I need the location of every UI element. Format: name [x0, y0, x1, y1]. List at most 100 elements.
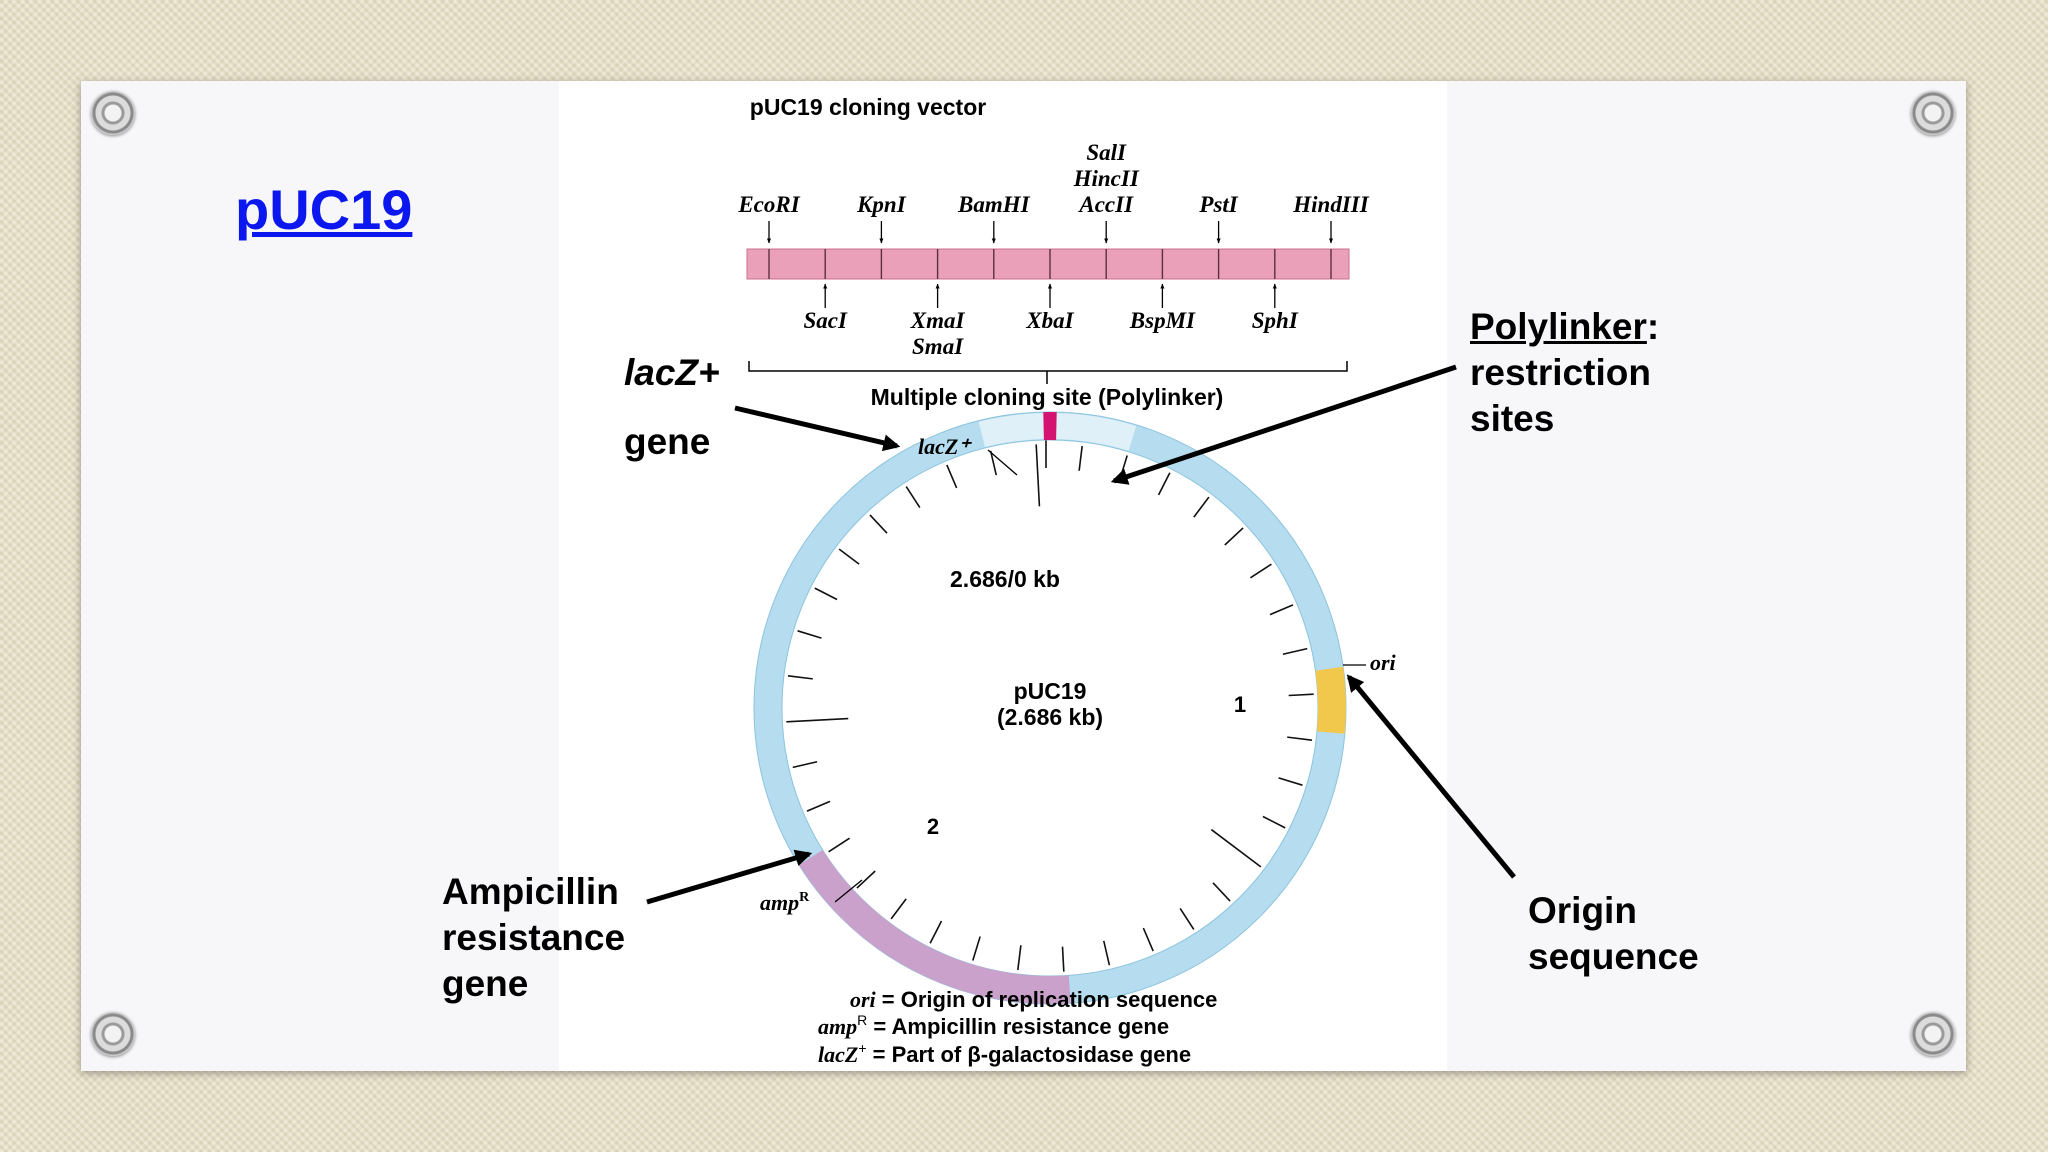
polylinker-dividers	[768, 249, 1332, 279]
mcs-bracket	[748, 361, 1348, 384]
origin-callout-line1: Origin	[1528, 890, 1637, 931]
scale-tick	[838, 548, 860, 565]
origin-callout-line2: sequence	[1528, 936, 1699, 977]
lacz-callout-line2: gene	[624, 421, 711, 462]
ampicillin-callout-line3: gene	[442, 963, 529, 1004]
ori-region	[1315, 666, 1346, 734]
scale-label-2: 2	[927, 814, 939, 839]
scale-tick	[1250, 563, 1272, 579]
polylinker-bar	[746, 248, 1350, 280]
ampicillin-callout-arrow	[646, 849, 813, 905]
scale-tick	[792, 760, 818, 769]
scale-tick	[797, 630, 822, 639]
scale-tick	[1078, 445, 1083, 471]
scale-tick	[989, 450, 998, 476]
restriction-site-label: XmaI	[910, 308, 966, 333]
scale-tick	[1157, 472, 1171, 496]
restriction-site-label: AccII	[1077, 192, 1134, 217]
ampr-region	[798, 849, 1071, 1004]
screw-top-left	[91, 91, 135, 135]
restriction-site-label: BamHI	[957, 192, 1031, 217]
scale-tick	[1288, 693, 1314, 697]
lacz-callout-arrow	[734, 405, 901, 452]
polylinker-callout: Polylinker: restriction sites	[1470, 304, 1659, 442]
scale-tick	[1102, 940, 1111, 966]
restriction-site-label: SalI	[1086, 140, 1127, 165]
screw-bottom-left	[91, 1012, 135, 1056]
scale-tick	[946, 464, 958, 489]
screw-bottom-right	[1911, 1012, 1955, 1056]
restriction-site-label: HindIII	[1292, 192, 1369, 217]
scale-label-1: 1	[1234, 692, 1246, 717]
scale-tick	[1269, 604, 1294, 616]
restriction-site-label: KpnI	[856, 192, 907, 217]
ampicillin-callout-line1: Ampicillin	[442, 871, 619, 912]
restriction-site-label: SphI	[1252, 308, 1299, 333]
ampicillin-callout: Ampicillin resistance gene	[442, 869, 625, 1007]
scale-tick	[1179, 908, 1195, 930]
ampicillin-callout-line2: resistance	[442, 917, 626, 958]
plasmid-size: (2.686 kb)	[997, 704, 1103, 730]
plasmid-inner-edge	[781, 439, 1319, 977]
ori-label: ori	[1370, 650, 1397, 675]
restriction-site-label: PstI	[1198, 192, 1238, 217]
scale-tick	[1287, 736, 1313, 741]
scale-tick	[1262, 815, 1286, 829]
restriction-site-label: SmaI	[912, 334, 964, 359]
scale-tick	[787, 675, 813, 680]
plasmid-map	[753, 411, 1347, 1005]
scale-tick	[1142, 927, 1154, 952]
ampr-leader	[834, 879, 863, 903]
scale-tick	[1035, 444, 1041, 507]
lacz-callout-line1: lacZ+	[624, 352, 720, 393]
scale-tick	[890, 898, 907, 920]
lacz-gene-callout: lacZ+ gene	[624, 350, 720, 465]
scale-tick	[806, 800, 831, 812]
screw-top-right	[1911, 91, 1955, 135]
scale-tick	[786, 717, 849, 723]
legend-ori: ori = Origin of replication sequence	[850, 987, 1217, 1012]
figure-title: pUC19 cloning vector	[750, 94, 986, 120]
scale-tick	[905, 486, 921, 508]
ampr-label: ampR	[760, 890, 810, 915]
origin-position-label: 2.686/0 kb	[950, 566, 1060, 592]
scale-tick	[1224, 527, 1244, 546]
polylinker-callout-title: Polylinker	[1470, 306, 1647, 347]
restriction-site-label: BspMI	[1129, 308, 1196, 333]
origin-callout-arrow	[1346, 674, 1516, 879]
scale-tick	[1210, 828, 1262, 868]
scale-tick	[869, 514, 888, 534]
scale-tick	[1212, 882, 1231, 902]
scale-tick	[929, 920, 943, 944]
restriction-site-label: XbaI	[1025, 308, 1074, 333]
lacz-leader	[987, 449, 1018, 476]
scale-tick	[1282, 647, 1308, 656]
scale-tick	[828, 837, 850, 853]
scale-tick	[1061, 946, 1065, 972]
scale-tick	[1278, 777, 1303, 786]
polylinker-callout-arrow	[1110, 364, 1457, 485]
legend-ampr: ampR = Ampicillin resistance gene	[818, 1012, 1169, 1039]
polylinker-callout-line3: sites	[1470, 398, 1555, 439]
restriction-site-label: HincII	[1073, 166, 1140, 191]
polylinker-callout-colon: :	[1646, 306, 1660, 347]
scale-tick	[972, 936, 981, 961]
scale-tick	[856, 870, 876, 889]
mcs-region	[978, 413, 1137, 451]
restriction-site-label: EcoRI	[737, 192, 800, 217]
scale-tick	[1017, 945, 1022, 971]
legend-lacz: lacZ+ = Part of β-galactosidase gene	[818, 1040, 1191, 1067]
scale-tick	[1193, 496, 1210, 518]
origin-callout: Origin sequence	[1528, 888, 1699, 980]
plasmid-name: pUC19	[1014, 678, 1087, 704]
restriction-site-label: SacI	[803, 308, 848, 333]
scale-tick	[814, 587, 838, 601]
polylinker-callout-line2: restriction	[1470, 352, 1651, 393]
legend: ori = Origin of replication sequence amp…	[818, 987, 1217, 1067]
slide-title[interactable]: pUC19	[235, 178, 413, 241]
lacz-label: lacZ⁺	[918, 434, 972, 459]
mcs-label: Multiple cloning site (Polylinker)	[871, 384, 1224, 410]
